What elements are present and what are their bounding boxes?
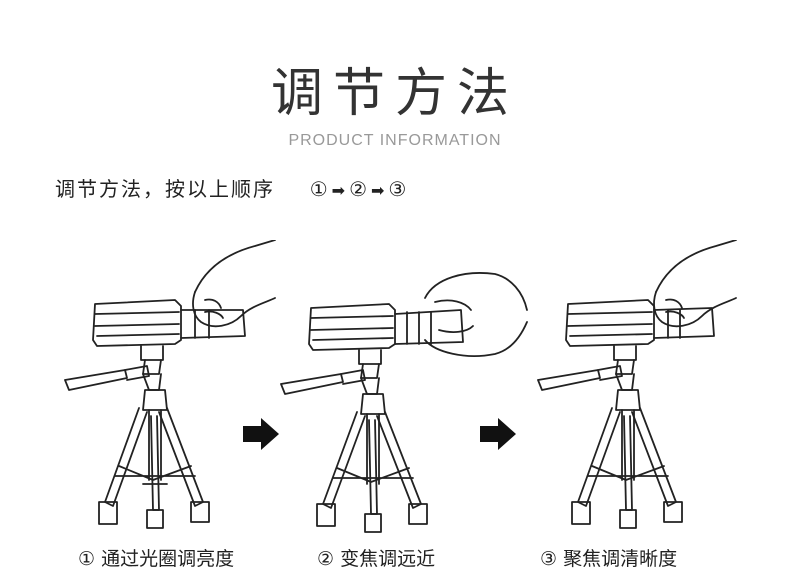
arrow-right-icon [243,418,279,450]
arrow-right-icon: ➡ [331,181,348,200]
caption-focus: ③ 聚焦调清晰度 [540,548,678,570]
arrow-right-icon: ➡ [371,181,387,200]
caption-aperture: ① 通过光圈调亮度 [78,548,235,570]
step-2-marker: ② [349,177,369,201]
step-1-marker: ① [309,177,330,201]
arrow-right-icon [480,418,516,450]
camera-tripod-illustration-1 [64,240,276,529]
step-3-marker: ③ [388,177,409,201]
instruction-text: 调节方法，按以上顺序 [55,177,275,201]
camera-tripod-illustration-3 [537,240,737,529]
instruction-line: 调节方法，按以上顺序 ①➡②➡③ [55,174,408,206]
caption-zoom: ② 变焦调远近 [317,548,436,570]
page-title: 调节方法 [270,64,519,124]
camera-tripod-illustration-2 [280,272,528,533]
page-subtitle: PRODUCT INFORMATION [288,132,502,149]
